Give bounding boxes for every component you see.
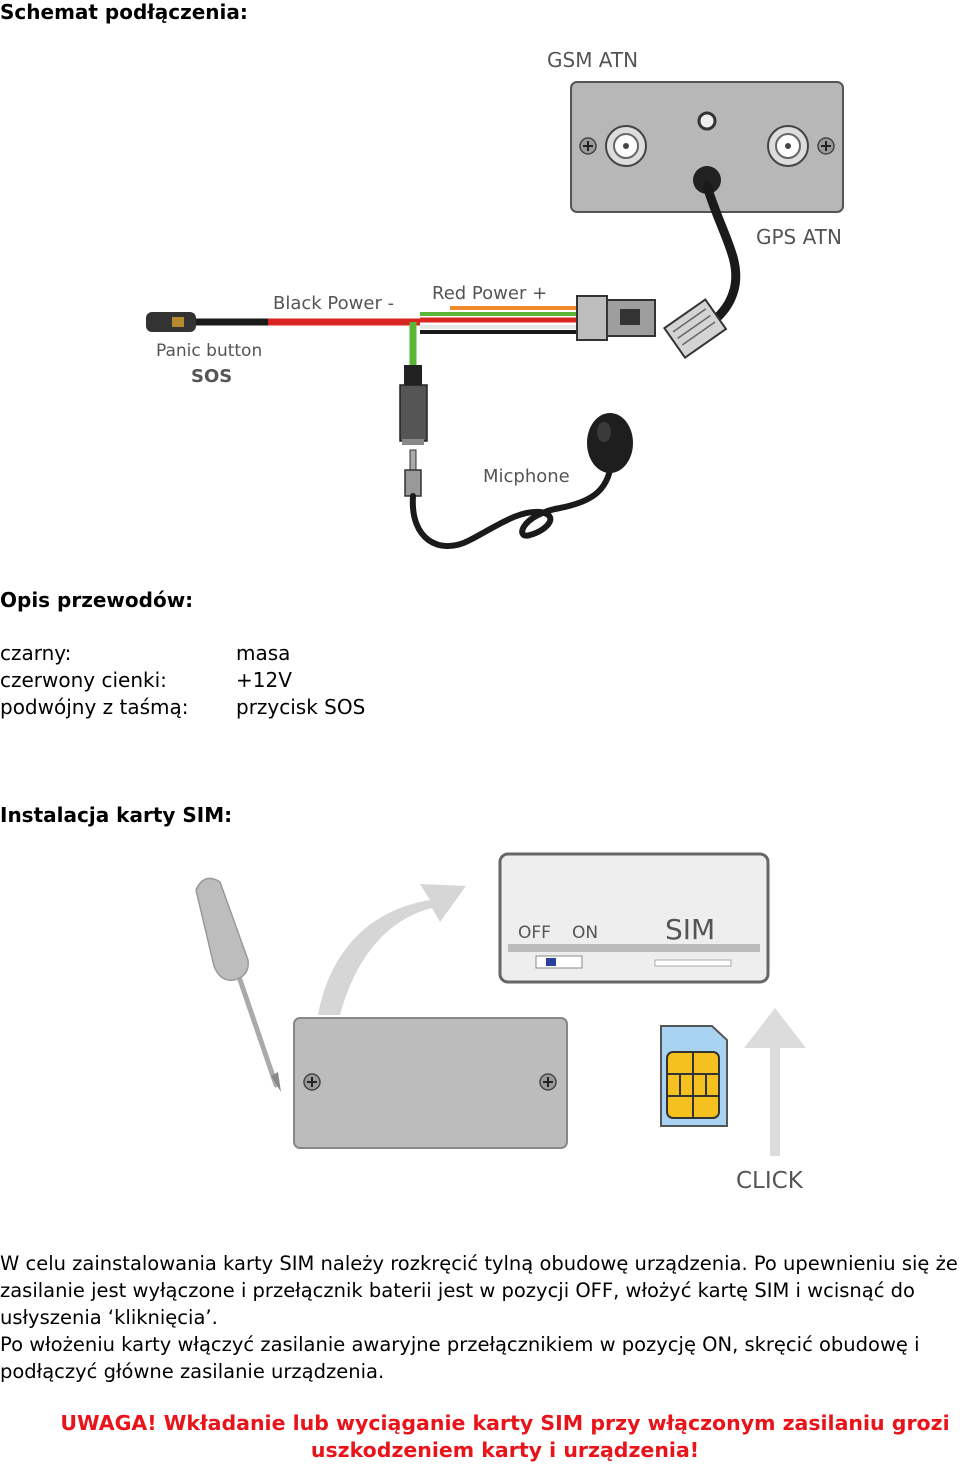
switch-knob-icon [546, 958, 556, 966]
screwdriver-icon [195, 877, 281, 1092]
sim-slot [654, 959, 732, 967]
instruction-line: Po włożeniu karty włączyć zasilanie awar… [0, 1333, 920, 1356]
microphone-plug-icon [404, 449, 422, 497]
back-cover [293, 1017, 568, 1149]
microphone-icon [587, 413, 633, 473]
warning-text: UWAGA! Wkładanie lub wyciąganie karty SI… [0, 1410, 960, 1464]
microphone-cable [409, 467, 613, 550]
instruction-line: usłyszenia ‘kliknięcia’. [0, 1306, 218, 1329]
wire-color: czarny: [0, 641, 72, 665]
tracker-device-box [570, 81, 844, 213]
off-label: OFF [518, 923, 551, 943]
microphone-label: Micphone [483, 466, 570, 487]
power-connector-icon [576, 295, 656, 341]
gsm-atn-label: GSM ATN [547, 48, 638, 72]
sim-installation-diagram: OFF ON SIM CLICK [195, 852, 806, 1194]
gps-antenna-connector-icon [767, 125, 809, 167]
warning-line: uszkodzeniem karty i urządzenia! [310, 1438, 700, 1462]
wire-color: czerwony cienki: [0, 668, 167, 692]
screw-icon [817, 137, 835, 155]
cable-grommet-icon [693, 166, 721, 194]
wire-function: +12V [236, 668, 292, 692]
wire-function: masa [236, 641, 291, 665]
connection-diagram: GSM ATN GPS ATN Black Power - Red Power … [146, 48, 844, 550]
wire-color: podwójny z taśmą: [0, 695, 189, 719]
instruction-line: zasilanie jest wyłączone i przełącznik b… [0, 1279, 915, 1302]
sim-card-icon [660, 1025, 728, 1127]
sim-label: SIM [665, 913, 715, 946]
on-label: ON [572, 923, 598, 943]
microphone-jack-icon [399, 365, 428, 445]
panic-button-label: Panic button [156, 341, 262, 361]
screw-icon [579, 137, 597, 155]
gps-atn-label: GPS ATN [756, 225, 842, 249]
black-power-label: Black Power - [273, 293, 394, 314]
instruction-line: podłączyć główne zasilanie urządzenia. [0, 1360, 385, 1383]
wire-function: przycisk SOS [236, 695, 366, 719]
panic-button-icon [146, 312, 196, 332]
instructions-paragraph: W celu zainstalowania karty SIM należy r… [0, 1250, 960, 1385]
click-label: CLICK [736, 1168, 804, 1194]
wires-heading: Opis przewodów: [0, 588, 194, 612]
led-icon [697, 111, 717, 131]
instruction-line: W celu zainstalowania karty SIM należy r… [0, 1252, 958, 1275]
open-cover-arrow-icon [318, 884, 466, 1015]
rj-connector-icon [662, 298, 728, 360]
screw-icon [539, 1073, 557, 1091]
screw-icon [303, 1073, 321, 1091]
red-power-label: Red Power + [432, 283, 547, 304]
warning-line: UWAGA! Wkładanie lub wyciąganie karty SI… [60, 1411, 950, 1435]
schematic-heading: Schemat podłączenia: [0, 0, 248, 24]
sos-label: SOS [191, 366, 232, 387]
sim-heading: Instalacja karty SIM: [0, 803, 233, 827]
insert-arrow-icon [744, 1008, 806, 1156]
gsm-antenna-connector-icon [605, 125, 647, 167]
battery-switch [535, 955, 583, 969]
